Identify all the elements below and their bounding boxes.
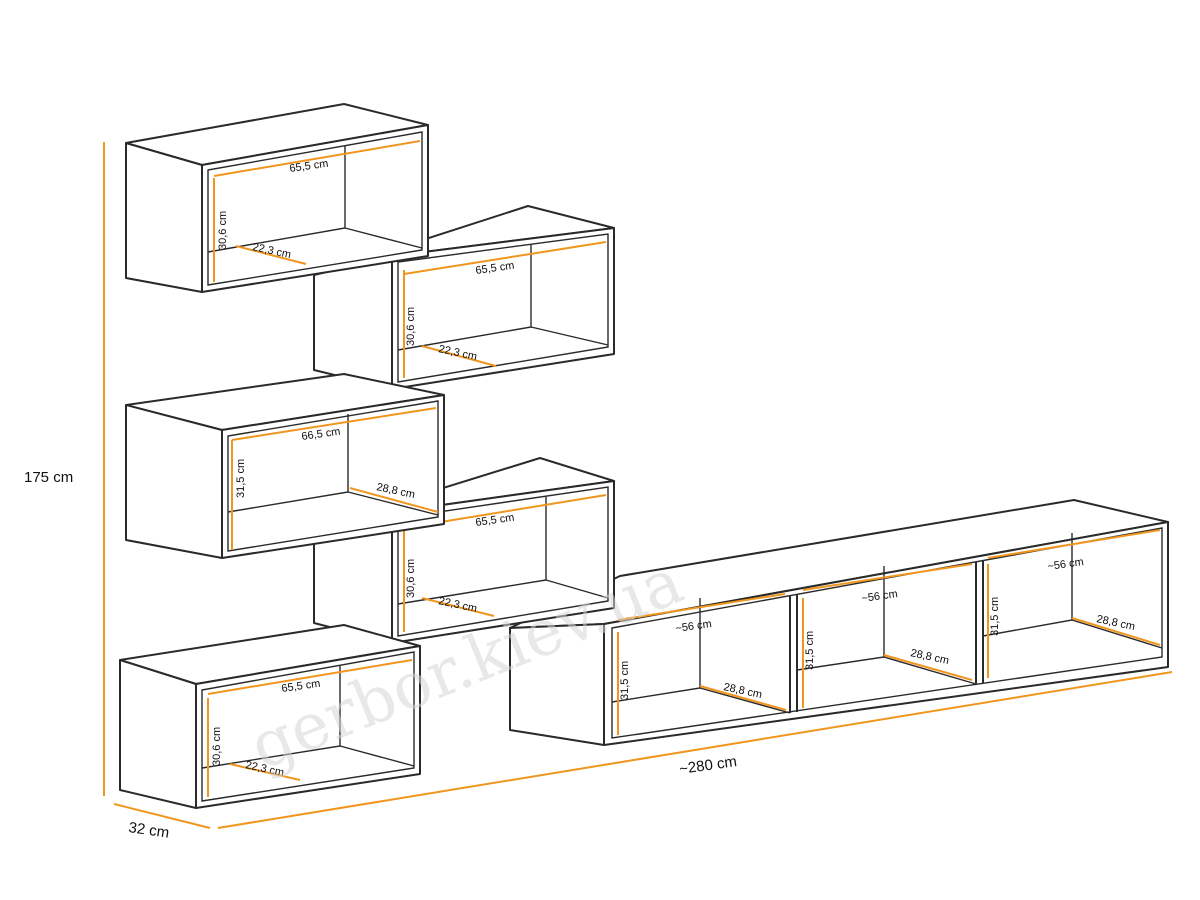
shelf-2-width-line (403, 241, 607, 275)
shelf-2-depth-line (421, 345, 497, 367)
overall-width-line (217, 671, 1173, 829)
shelf-2-height-label: 30,6 cm (405, 307, 417, 346)
shelf-1-width-line (213, 140, 421, 177)
shelf-5-width-label: 65,5 cm (281, 678, 321, 695)
overall-dimensions: 175 cm 32 cm ~280 cm (24, 142, 1173, 842)
tv-right-width-label: ~56 cm (1047, 556, 1085, 573)
shelf-1-front (201, 124, 429, 293)
shelf-2: 65,5 cm 30,6 cm 22,3 cm (313, 205, 615, 390)
shelf-1-height-label: 30,6 cm (217, 211, 229, 250)
overall-width-label: ~280 cm (678, 753, 738, 778)
shelf-3-floor (347, 491, 439, 516)
shelf-3-depth-line (349, 487, 439, 513)
shelf-1-side (125, 142, 203, 293)
shelf-2-front (391, 227, 615, 390)
shelf-4-height-label: 30,6 cm (405, 559, 417, 598)
shelf-5-depth-line (229, 763, 301, 781)
shelf-5-side (119, 659, 197, 809)
tv-left-height-label: 31,5 cm (619, 661, 631, 700)
tv-stand-front (603, 521, 1169, 746)
shelf-4-width-label: 65,5 cm (475, 512, 515, 529)
shelf-3: 66,5 cm 31,5 cm 28,8 cm (125, 373, 445, 559)
shelf-5: 65,5 cm 30,6 cm 22,3 cm (119, 624, 421, 809)
shelf-3-height-label: 31,5 cm (235, 459, 247, 498)
shelf-5-floor (339, 745, 415, 767)
shelf-2-floor (530, 326, 609, 346)
shelf-1-floor (344, 227, 423, 249)
tv-floor-left (699, 687, 791, 714)
shelf-4-opening (397, 486, 609, 637)
tv-mid-height-label: 31,5 cm (804, 631, 816, 670)
tv-floor-mid (883, 656, 977, 685)
tv-mid-depth-line (883, 654, 973, 681)
shelf-4-floor (545, 579, 609, 599)
tv-stand: ~56 cm 31,5 cm 28,8 cm ~56 cm 31,5 cm 28… (509, 499, 1169, 746)
shelf-3-side (125, 404, 223, 559)
tv-left-depth-line (699, 685, 787, 711)
tv-mid-width-label: ~56 cm (861, 588, 899, 605)
overall-depth-line (113, 803, 211, 829)
overall-depth-label: 32 cm (127, 819, 170, 842)
shelf-2-opening (397, 233, 609, 383)
shelf-5-width-line (207, 659, 413, 695)
shelf-5-height-label: 30,6 cm (211, 727, 223, 766)
shelf-3-opening (227, 400, 439, 552)
tv-floor-right (1071, 619, 1163, 649)
shelf-2-width-label: 65,5 cm (475, 260, 515, 277)
shelf-5-opening (201, 651, 415, 802)
shelf-1-width-label: 65,5 cm (289, 158, 329, 175)
overall-height-label: 175 cm (24, 469, 73, 486)
shelf-4-depth-line (421, 597, 495, 617)
tv-mid-width-line (802, 563, 973, 591)
tv-right-width-line (987, 529, 1161, 559)
shelf-1-opening (207, 131, 423, 286)
shelf-3-width-line (231, 407, 437, 441)
shelf-2-side (313, 255, 393, 390)
tv-left-width-line (617, 593, 786, 621)
shelf-3-front (221, 394, 445, 559)
tv-right-depth-line (1071, 617, 1161, 646)
shelf-1-depth-line (235, 245, 307, 265)
shelf-1: 65,5 cm 30,6 cm 22,3 cm (125, 103, 429, 293)
shelf-3-width-label: 66,5 cm (301, 426, 341, 443)
tv-left-width-label: ~56 cm (675, 618, 713, 635)
tv-right-height-label: 31,5 cm (989, 597, 1001, 636)
